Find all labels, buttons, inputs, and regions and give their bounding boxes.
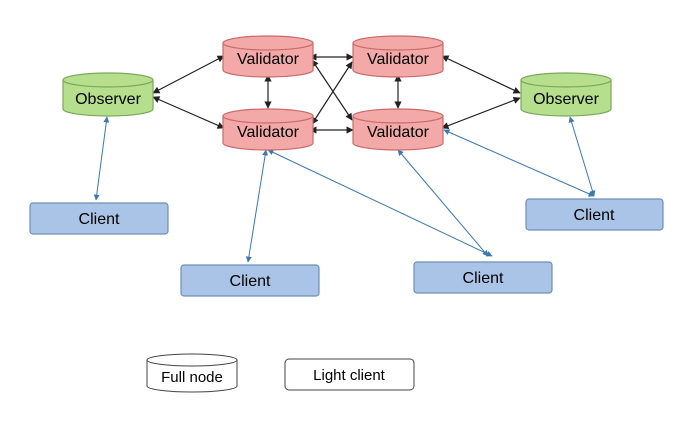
edge-validator-tr-observer-right: [441, 55, 521, 94]
client-node-left: Client: [29, 202, 169, 235]
observer-cylinder-top: [62, 72, 154, 88]
validator-node-bottom-left: Validator: [222, 108, 314, 151]
legend-full-node: Full node: [146, 353, 238, 393]
client-box: [413, 261, 553, 294]
observer-cylinder-body: [520, 79, 612, 117]
validator-label: Validator: [367, 124, 430, 141]
client-label: Client: [230, 273, 271, 290]
validator-cylinder-body: [222, 42, 314, 78]
client-box: [525, 198, 664, 231]
edge-validator-tl-validator-br: [311, 59, 353, 121]
legend-light-client-box: [284, 358, 415, 391]
validator-label: Validator: [237, 124, 300, 141]
observer-node-left: Observer: [62, 72, 154, 117]
legend-light-client: Light client: [284, 358, 415, 391]
validator-cylinder-top: [352, 108, 444, 124]
validator-cylinder-top: [352, 35, 444, 51]
edge-observer-right-client-right: [568, 116, 596, 197]
observer-cylinder-top: [520, 72, 612, 88]
client-label: Client: [463, 270, 504, 287]
validator-label: Validator: [367, 51, 430, 68]
legend-light-client-label: Light client: [313, 367, 386, 384]
validator-node-top-right: Validator: [352, 35, 444, 78]
legend-full-node-label: Full node: [161, 369, 223, 386]
client-box: [29, 202, 169, 235]
client-label: Client: [79, 211, 120, 228]
legend-cylinder-top: [146, 353, 238, 367]
edge-observer-left-validator-bl: [152, 96, 225, 129]
observer-node-right: Observer: [520, 72, 612, 117]
client-label: Client: [574, 207, 615, 224]
edge-observer-left-client-left: [93, 116, 110, 201]
light-client-edges: [93, 116, 596, 263]
edge-validator-br-client-right: [443, 129, 595, 197]
observer-cylinder-body: [62, 79, 154, 117]
edge-validator-bl-client-bottom-left: [245, 149, 269, 263]
client-node-bottom-right: Client: [413, 261, 553, 294]
legend: Full node Light client: [146, 353, 415, 393]
edge-validator-tr-validator-bl: [311, 61, 353, 125]
edge-validator-bl-client-bottom-right: [267, 149, 493, 257]
edge-validator-br-observer-right: [441, 96, 521, 130]
edge-validator-br-client-bottom-right: [397, 149, 489, 257]
validator-cylinder-top: [222, 108, 314, 124]
validator-cylinder-body: [352, 42, 444, 78]
client-node-right: Client: [525, 198, 664, 231]
validator-cylinder-body: [222, 115, 314, 151]
validator-node-bottom-right: Validator: [352, 108, 444, 151]
legend-cylinder-body: [146, 359, 238, 393]
observer-label: Observer: [533, 91, 599, 108]
full-node-edges: [152, 53, 521, 134]
validator-cylinder-body: [352, 115, 444, 151]
client-box: [180, 264, 320, 297]
observer-label: Observer: [75, 91, 141, 108]
validator-label: Validator: [237, 51, 300, 68]
validator-cylinder-top: [222, 35, 314, 51]
client-node-bottom-left: Client: [180, 264, 320, 297]
validator-node-top-left: Validator: [222, 35, 314, 78]
edge-observer-left-validator-tl: [152, 55, 225, 94]
